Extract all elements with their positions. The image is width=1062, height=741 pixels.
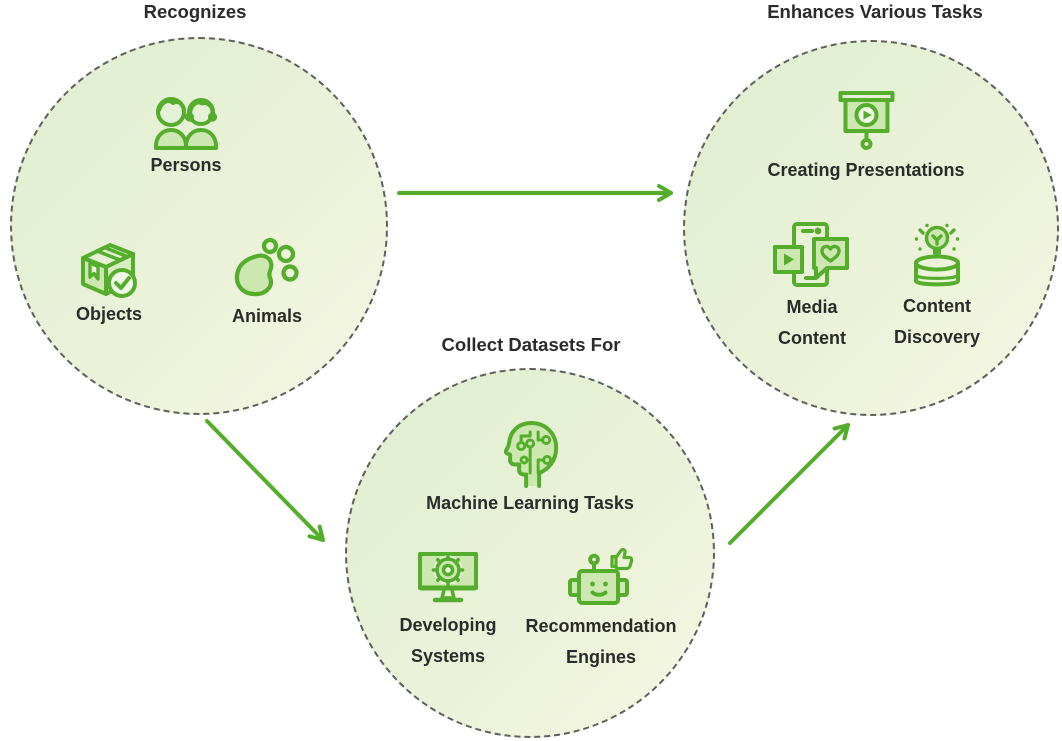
developing-systems-label: Developing Systems	[399, 615, 497, 666]
presentation-play-icon	[838, 91, 894, 150]
recognizes-item-animals: Animals	[232, 237, 302, 332]
persons-icon	[154, 97, 218, 150]
recognizes-title: Recognizes	[143, 1, 247, 22]
monitor-gear-icon	[418, 552, 478, 603]
persons-label: Persons	[150, 155, 222, 175]
collect-title: Collect Datasets For	[441, 334, 621, 355]
collect-item-ml: Machine Learning Tasks	[426, 416, 634, 519]
recognizes-item-persons: Persons	[148, 92, 224, 181]
arrow-collect-to-enhances	[728, 423, 850, 545]
recognizes-item-objects: Objects	[76, 237, 142, 330]
enhances-item-discovery: Content Discovery	[872, 223, 1002, 353]
animals-label: Animals	[231, 306, 303, 326]
machine-learning-tasks-label: Machine Learning Tasks	[426, 493, 634, 513]
arrow-recognizes-to-collect	[205, 419, 325, 542]
package-check-icon	[81, 243, 137, 298]
content-discovery-label: Content Discovery	[893, 296, 981, 347]
bulb-database-icon	[914, 223, 960, 287]
circuit-head-icon	[503, 421, 558, 488]
creating-presentations-label: Creating Presentations	[767, 160, 965, 180]
collect-item-dev: Developing Systems	[378, 550, 518, 672]
enhances-item-presentations: Creating Presentations	[767, 89, 965, 186]
media-content-label: Media Content	[778, 297, 846, 348]
collect-item-rec: Recommendation Engines	[506, 547, 696, 673]
recommendation-engines-label: Recommendation Engines	[525, 616, 677, 667]
enhances-item-media: Media Content	[752, 222, 872, 354]
paw-print-icon	[234, 237, 299, 297]
robot-thumbs-up-icon	[568, 547, 634, 605]
phone-media-icon	[773, 222, 849, 287]
objects-label: Objects	[75, 304, 143, 324]
enhances-title: Enhances Various Tasks	[767, 1, 983, 22]
